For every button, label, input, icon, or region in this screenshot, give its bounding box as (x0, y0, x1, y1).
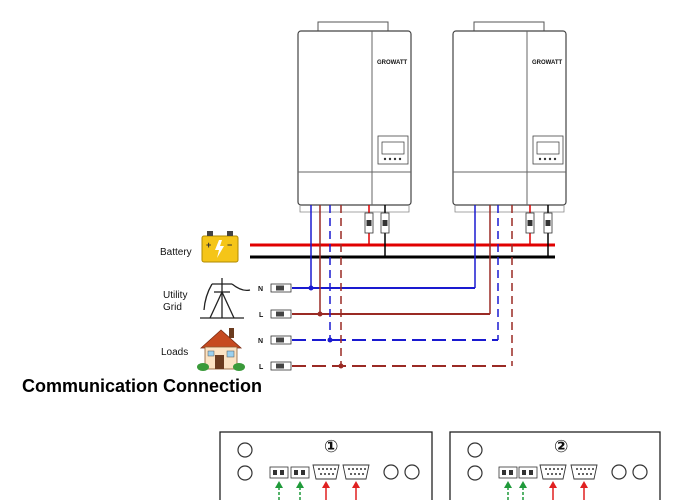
utility-label-line1: Utility (163, 290, 187, 301)
communication-heading: Communication Connection (22, 376, 262, 396)
comm-port-1-number: ① (324, 437, 338, 457)
comm-port-2-number: ② (554, 437, 568, 457)
inverter-1-brand: GROWATT (377, 60, 408, 66)
ac-breakers (270, 283, 292, 371)
inverter-2: GROWATT (452, 21, 567, 213)
house-icon (197, 328, 245, 371)
wiring (250, 205, 555, 369)
battery-label: Battery (160, 247, 192, 258)
utility-pole-icon (200, 278, 251, 319)
svg-text:−: − (227, 240, 232, 250)
svg-text:+: + (206, 240, 211, 250)
battery-icon: + − (201, 231, 239, 263)
inverter-1: GROWATT (297, 21, 412, 213)
utility-label-line2: Grid (163, 302, 182, 313)
utility-neutral-label: N (258, 286, 263, 293)
comm-panel-1: ① (219, 431, 433, 500)
load-neutral-label: N (258, 338, 263, 345)
loads-label: Loads (161, 347, 188, 358)
load-live-label: L (259, 364, 264, 371)
inverter-2-brand: GROWATT (532, 60, 563, 66)
utility-live-label: L (259, 312, 264, 319)
comm-panel-2: ② (449, 431, 661, 500)
